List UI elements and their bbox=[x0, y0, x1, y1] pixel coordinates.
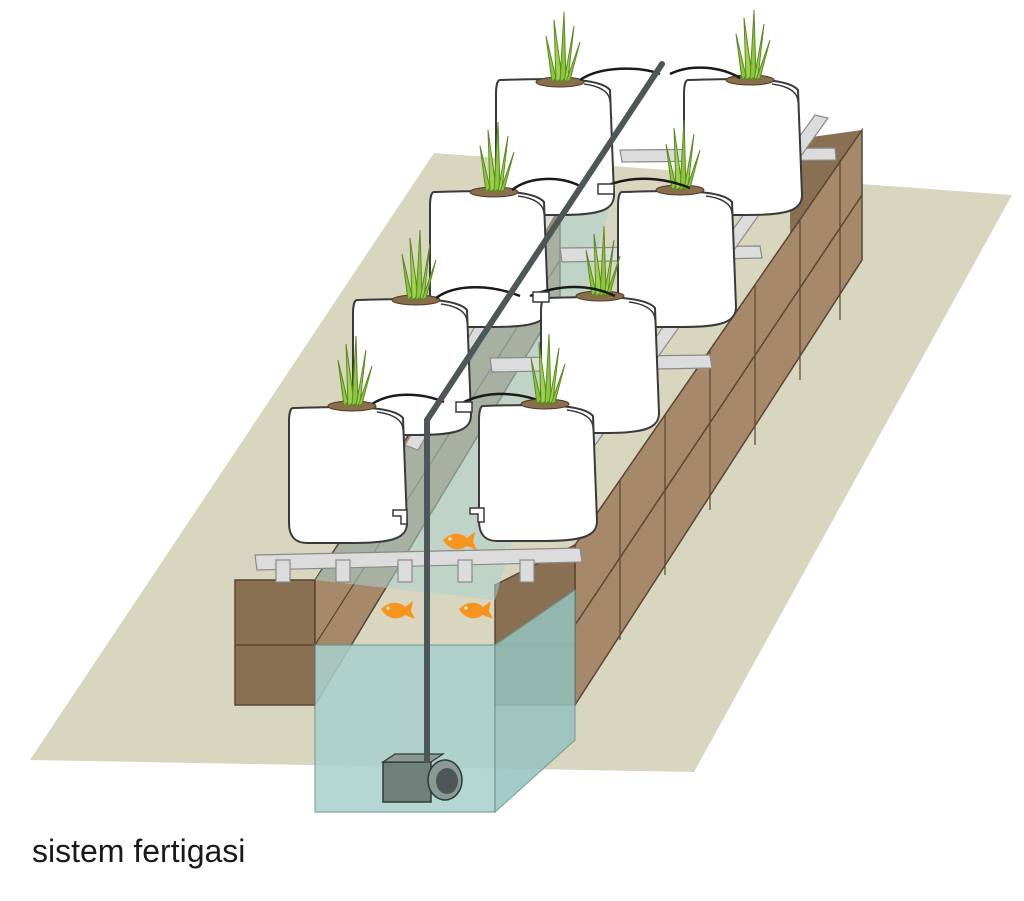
main-pipe bbox=[424, 61, 665, 763]
pipe-fittings bbox=[455, 183, 615, 413]
pot-icon bbox=[288, 406, 408, 544]
diagram-caption: sistem fertigasi bbox=[32, 833, 246, 869]
pot-icon bbox=[478, 404, 598, 542]
plant-icon bbox=[535, 11, 585, 88]
pump-icon bbox=[381, 753, 463, 803]
